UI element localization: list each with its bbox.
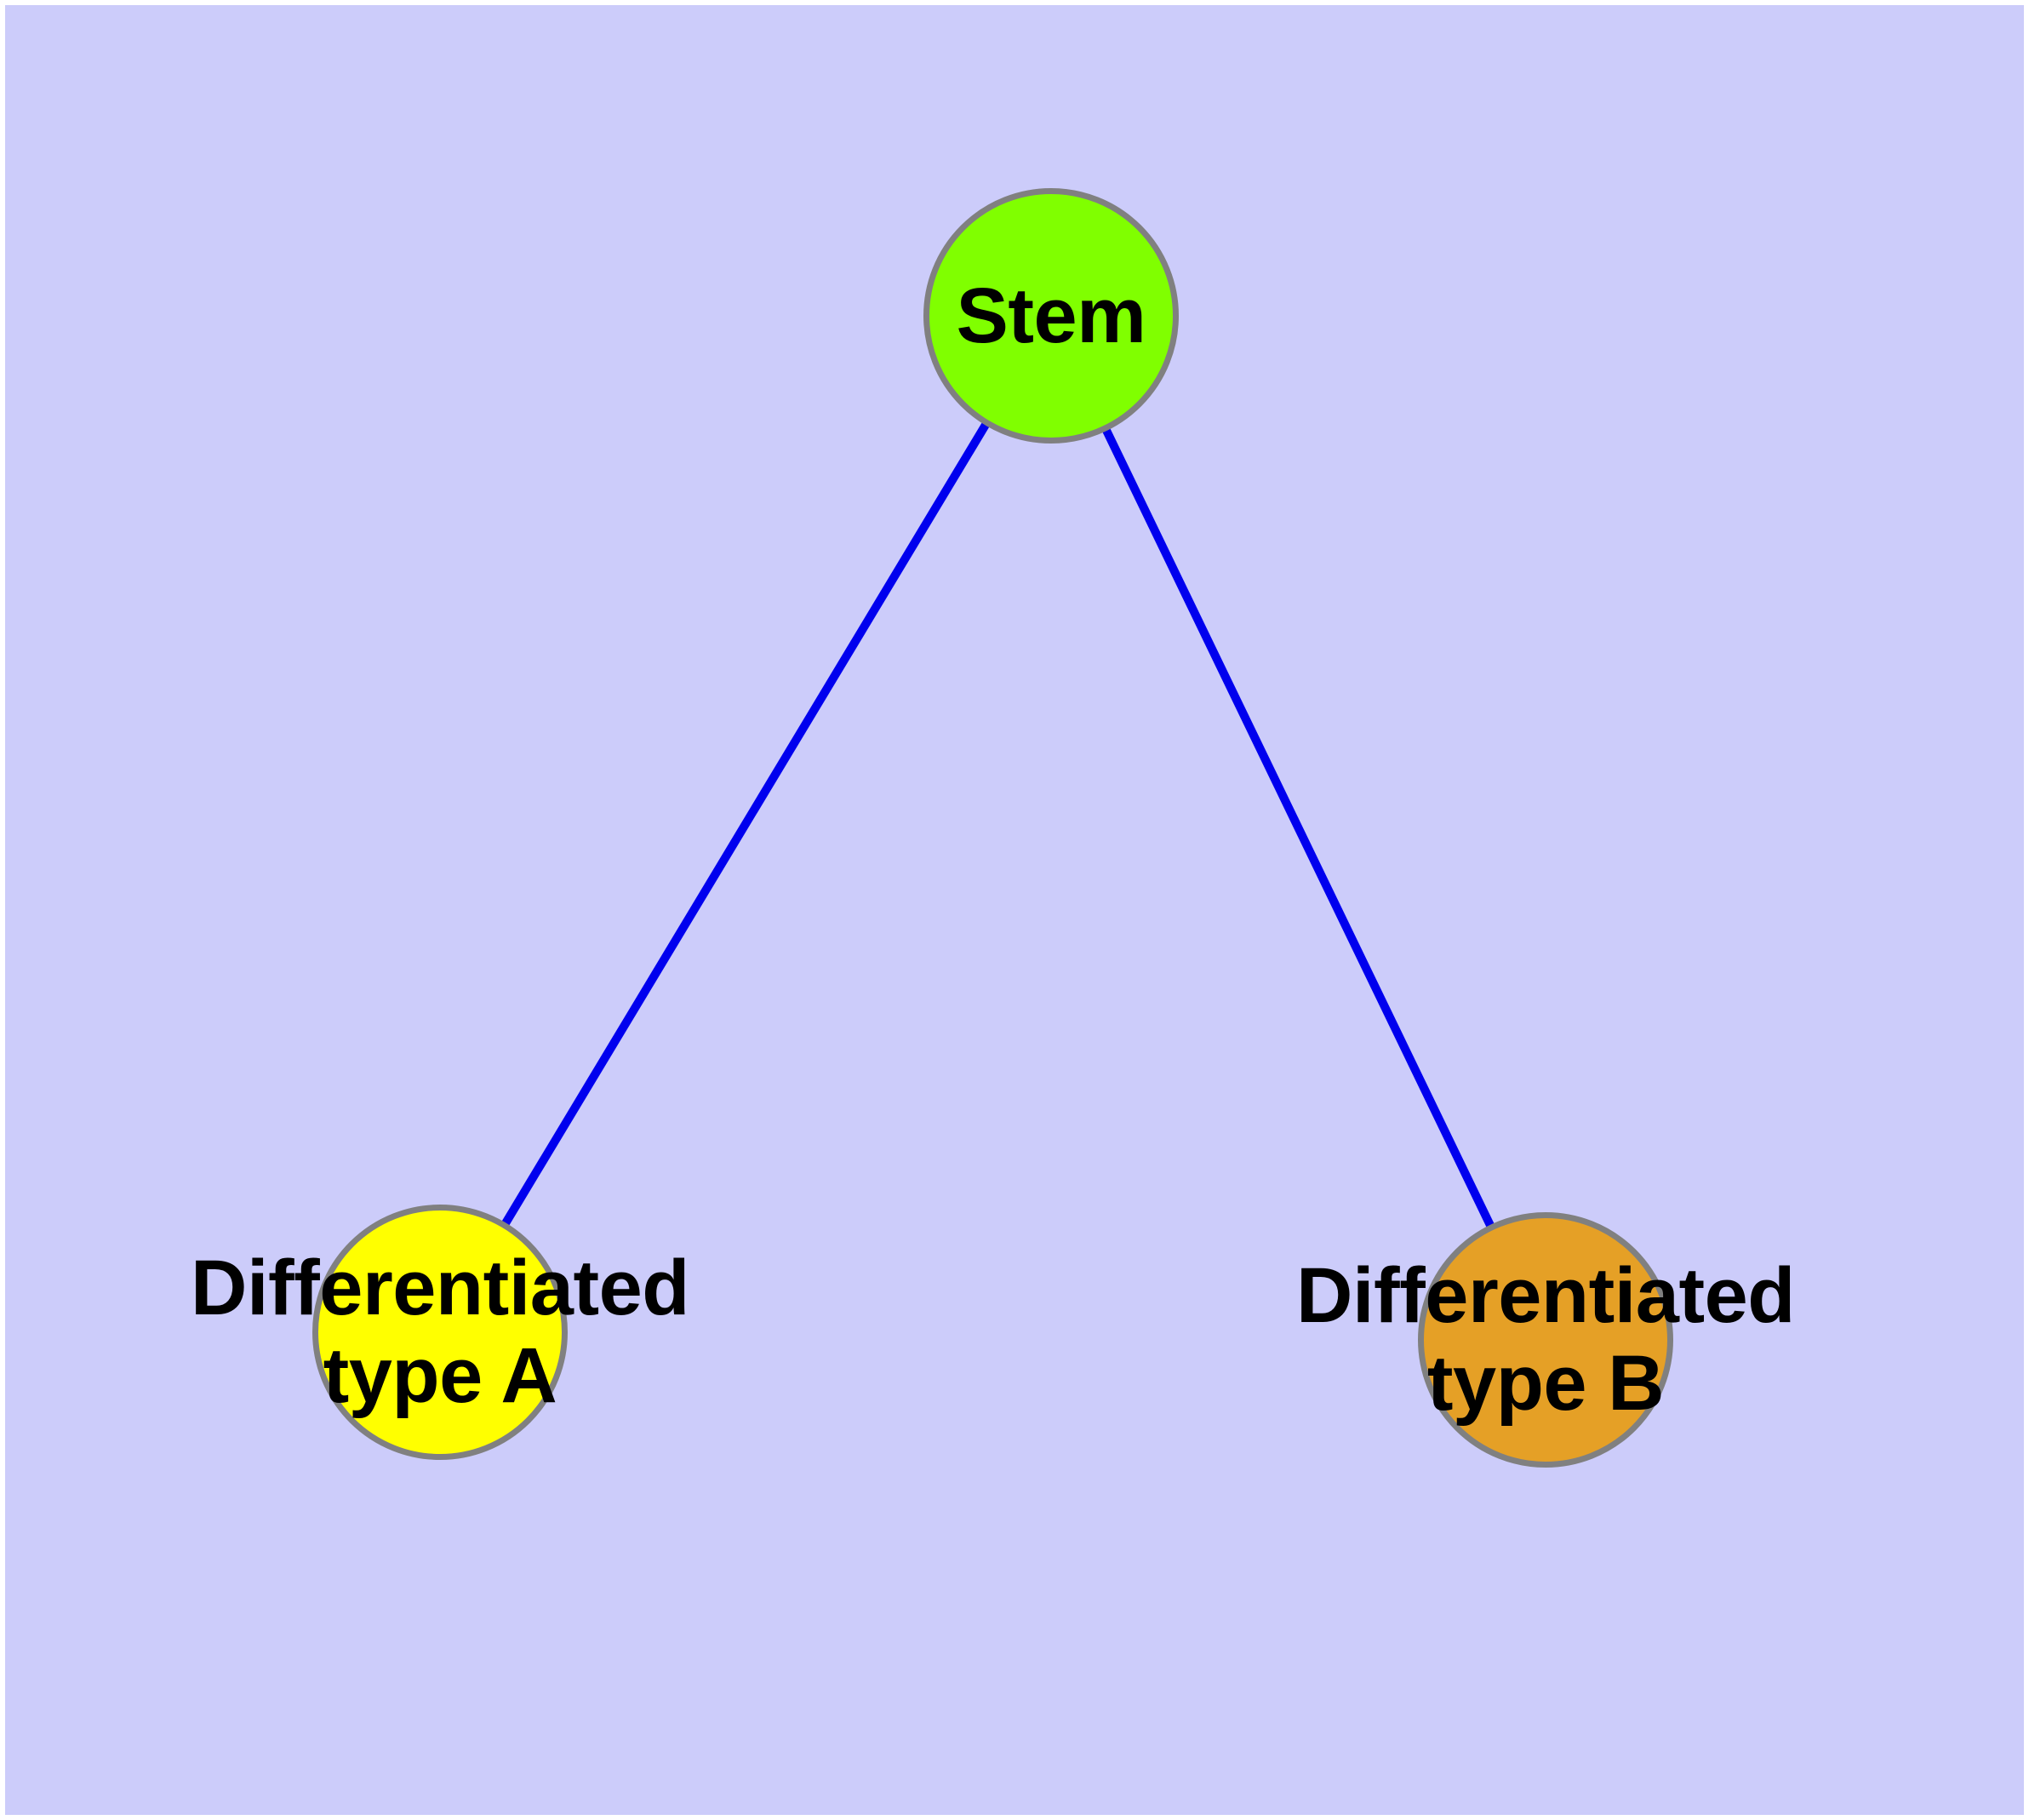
cell-differentiation-graph (312, 188, 1673, 1468)
diagram-plot-area: Stem Differentiated type A Differentiate… (5, 5, 2024, 1815)
node-circle-diff-b[interactable] (1418, 1212, 1673, 1468)
nodes-group (312, 188, 1673, 1468)
edge-stem-to-diff-a (500, 421, 991, 1227)
node-circle-stem[interactable] (923, 188, 1179, 444)
edges-group (500, 421, 1495, 1228)
node-circle-diff-a[interactable] (312, 1205, 568, 1460)
edge-stem-to-diff-b (1101, 427, 1495, 1228)
